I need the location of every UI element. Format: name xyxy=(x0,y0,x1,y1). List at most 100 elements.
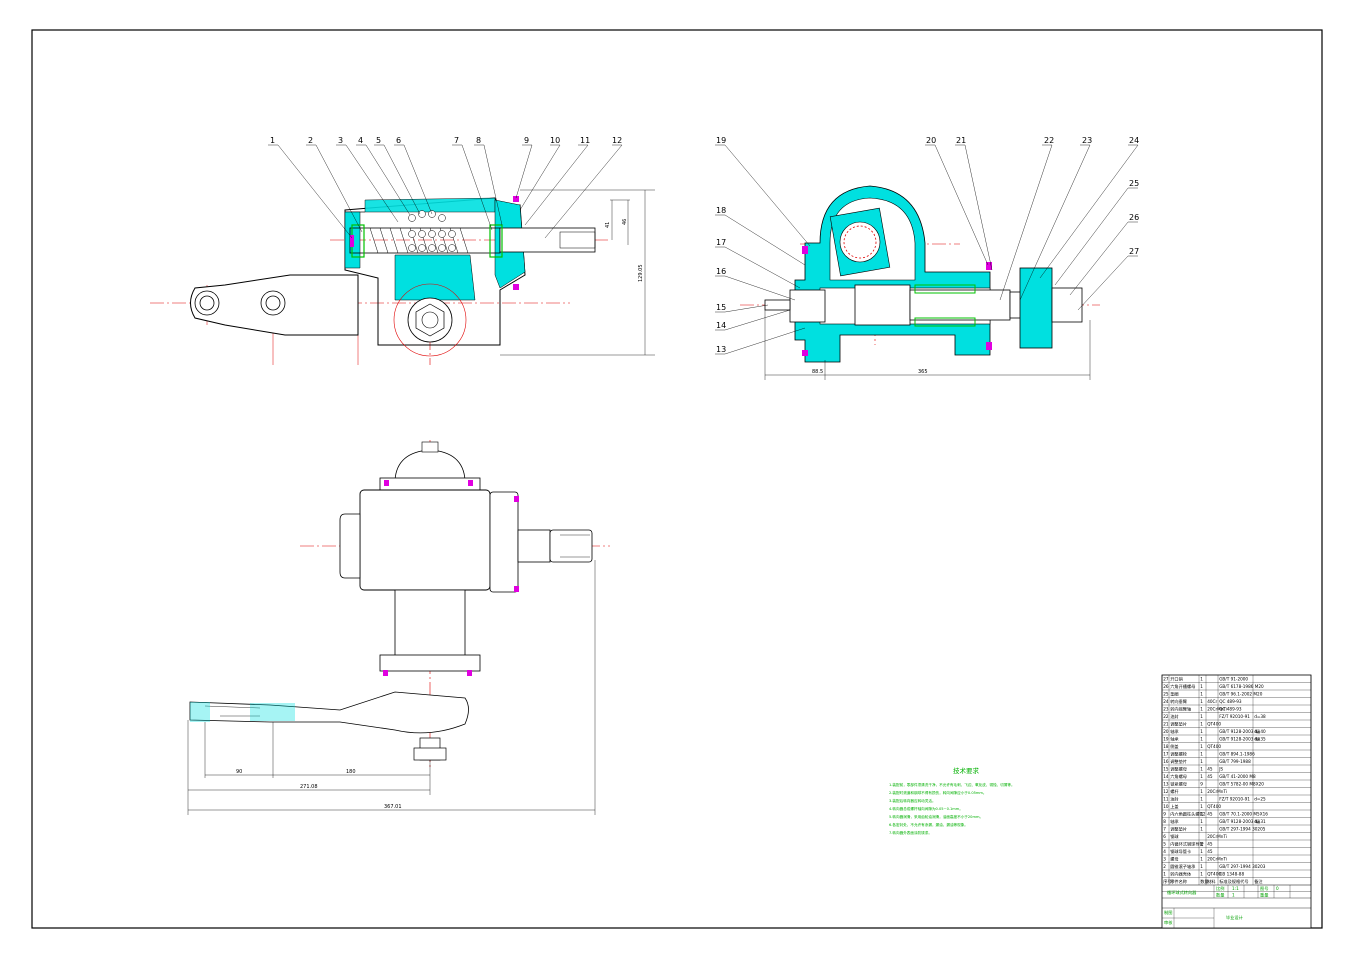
bom-cell: 14 xyxy=(1163,774,1169,779)
dim-41: 41 xyxy=(605,222,611,228)
bom-cell: 2 xyxy=(1163,864,1166,869)
callout-12: 12 xyxy=(612,136,622,145)
bom-cell: 7 xyxy=(1163,827,1166,832)
bom-cell: GB/T 9128-2003 I级 xyxy=(1219,818,1261,825)
bom-cell: GB/T 297-1994 30203 xyxy=(1219,864,1266,869)
callout-10: 10 xyxy=(550,136,560,145)
bom-cell: 26 xyxy=(1163,684,1169,689)
dim-90: 90 xyxy=(236,769,242,775)
callout-15: 15 xyxy=(716,303,726,312)
front-section-view: 129.05 41 46 1 2 3 4 5 6 7 8 9 10 11 12 xyxy=(150,136,655,365)
dim-88: 88.5 xyxy=(812,369,823,375)
bom-cell: QT400 xyxy=(1207,722,1221,727)
bom-cell: 6 xyxy=(1163,834,1166,839)
bom-header-cell: 数量 xyxy=(1200,878,1208,885)
bom-cell: FZ/T 92010-91 xyxy=(1219,797,1250,802)
bom-cell: 45 xyxy=(1207,812,1213,817)
bom-cell: 3 xyxy=(1163,857,1166,862)
bom-cell: 钢球 xyxy=(1170,833,1179,840)
drawing-frame xyxy=(31,29,1323,929)
bom-cell: 圆锥滚子轴承 xyxy=(1170,863,1196,870)
callout-19: 19 xyxy=(716,136,726,145)
bom-cell: 调整垫片 xyxy=(1170,758,1187,765)
title-weight-label: 重量 xyxy=(1260,892,1268,899)
bom-cell: 1 xyxy=(1200,759,1203,764)
bom-cell: 8 xyxy=(1163,819,1166,824)
bom-cell: 1 xyxy=(1200,804,1203,809)
bom-cell: 螺杆 xyxy=(1170,788,1179,795)
callout-11: 11 xyxy=(580,136,590,145)
bom-header: 序号零件名称数量材料标准及规格代号备注 xyxy=(1163,878,1263,885)
bom-cell: 22 xyxy=(1163,714,1169,719)
bom-cell: 17 xyxy=(1163,752,1169,757)
bom-cell: 轴承 xyxy=(1170,818,1179,825)
bom-cell: 上盖 xyxy=(1170,803,1178,809)
bom-cell: 调整螺栓 xyxy=(1170,751,1188,758)
bom-cell: 20CrMnTi xyxy=(1207,834,1227,839)
title-qty-value: 1 xyxy=(1232,893,1235,898)
bom-cell: GB 1348-88 xyxy=(1219,872,1244,877)
callout-21: 21 xyxy=(956,136,966,145)
bom-cell: 内六角圆柱头螺钉 xyxy=(1170,811,1204,818)
bom-cell: GB/T 96.1-2002 M20 xyxy=(1219,692,1263,697)
dim-180: 180 xyxy=(346,769,356,775)
bom-cell: 25 xyxy=(1163,692,1169,697)
bom-cell: 内循环式钢球导管 xyxy=(1170,841,1204,848)
bom-cell: 21 xyxy=(1163,722,1169,727)
title-qty-label: 数量 xyxy=(1216,892,1224,899)
bom-cell: 4 xyxy=(1163,849,1166,854)
title-checked-label: 审核 xyxy=(1164,919,1173,926)
bom-cell: 油封 xyxy=(1170,796,1178,803)
technical-requirements: 技术要求 1.装配前，零部件须清洗干净，不允许有毛刺、飞边、氧化皮、锈蚀、切屑等… xyxy=(889,766,1015,835)
callout-23: 23 xyxy=(1082,136,1092,145)
bom-cell: GB/T 5782-00 M8X20 xyxy=(1219,782,1264,787)
bom-header-cell: 备注 xyxy=(1254,878,1263,885)
bom-cell: QT400 xyxy=(1207,804,1221,809)
bom-cell: 螺母 xyxy=(1170,856,1178,863)
bom-cell: d=38 xyxy=(1254,714,1266,719)
bom-cell: 油封 xyxy=(1170,713,1178,720)
bom-cell: 40Cr xyxy=(1207,699,1217,704)
dim-46: 46 xyxy=(622,219,628,225)
bom-cell: 20 xyxy=(1163,729,1169,734)
callout-26: 26 xyxy=(1129,213,1139,222)
title-drawn-label: 制图 xyxy=(1164,909,1172,916)
title-sheet-value: 0 xyxy=(1276,886,1279,891)
callout-9: 9 xyxy=(524,136,529,145)
callout-24: 24 xyxy=(1129,136,1139,145)
bom-cell: GB/T 799-1988 xyxy=(1219,759,1251,764)
callout-3: 3 xyxy=(338,136,343,145)
top-view: 90 180 271.08 367.01 xyxy=(187,440,610,815)
bom-header-cell: 序号 xyxy=(1163,878,1171,885)
callout-14: 14 xyxy=(716,321,726,330)
bom-cell: 1 xyxy=(1200,729,1203,734)
side-section-view: 365 88.5 19 18 17 16 15 14 13 20 21 xyxy=(715,136,1139,380)
bom-cell: 1 xyxy=(1200,767,1203,772)
bom-cell: 45 xyxy=(1207,774,1213,779)
bom-cell: 5 xyxy=(1163,842,1166,847)
bom-cell: QC 489-93 xyxy=(1219,699,1242,704)
bom-row: 6 钢球 20CrMnTi xyxy=(1163,833,1227,840)
bom-cell: 钢球导管卡 xyxy=(1170,848,1191,855)
bom-cell: 转向摇臂轴 xyxy=(1170,706,1191,713)
bom-cell: 1 xyxy=(1200,864,1203,869)
bom-cell: 开口销 xyxy=(1170,676,1183,683)
tech-line-1: 1.装配前，零部件须清洗干净，不允许有毛刺、飞边、氧化皮、锈蚀、切屑等。 xyxy=(889,782,1015,787)
tech-line-4: 4.转向器总成螺杆轴向间隙为0.05~0.1mm。 xyxy=(889,806,963,811)
tech-line-6: 6.各密封处，不允许有渗漏，漏油，漏油等现象。 xyxy=(889,822,968,827)
bom-cell: d=31 xyxy=(1254,819,1266,824)
